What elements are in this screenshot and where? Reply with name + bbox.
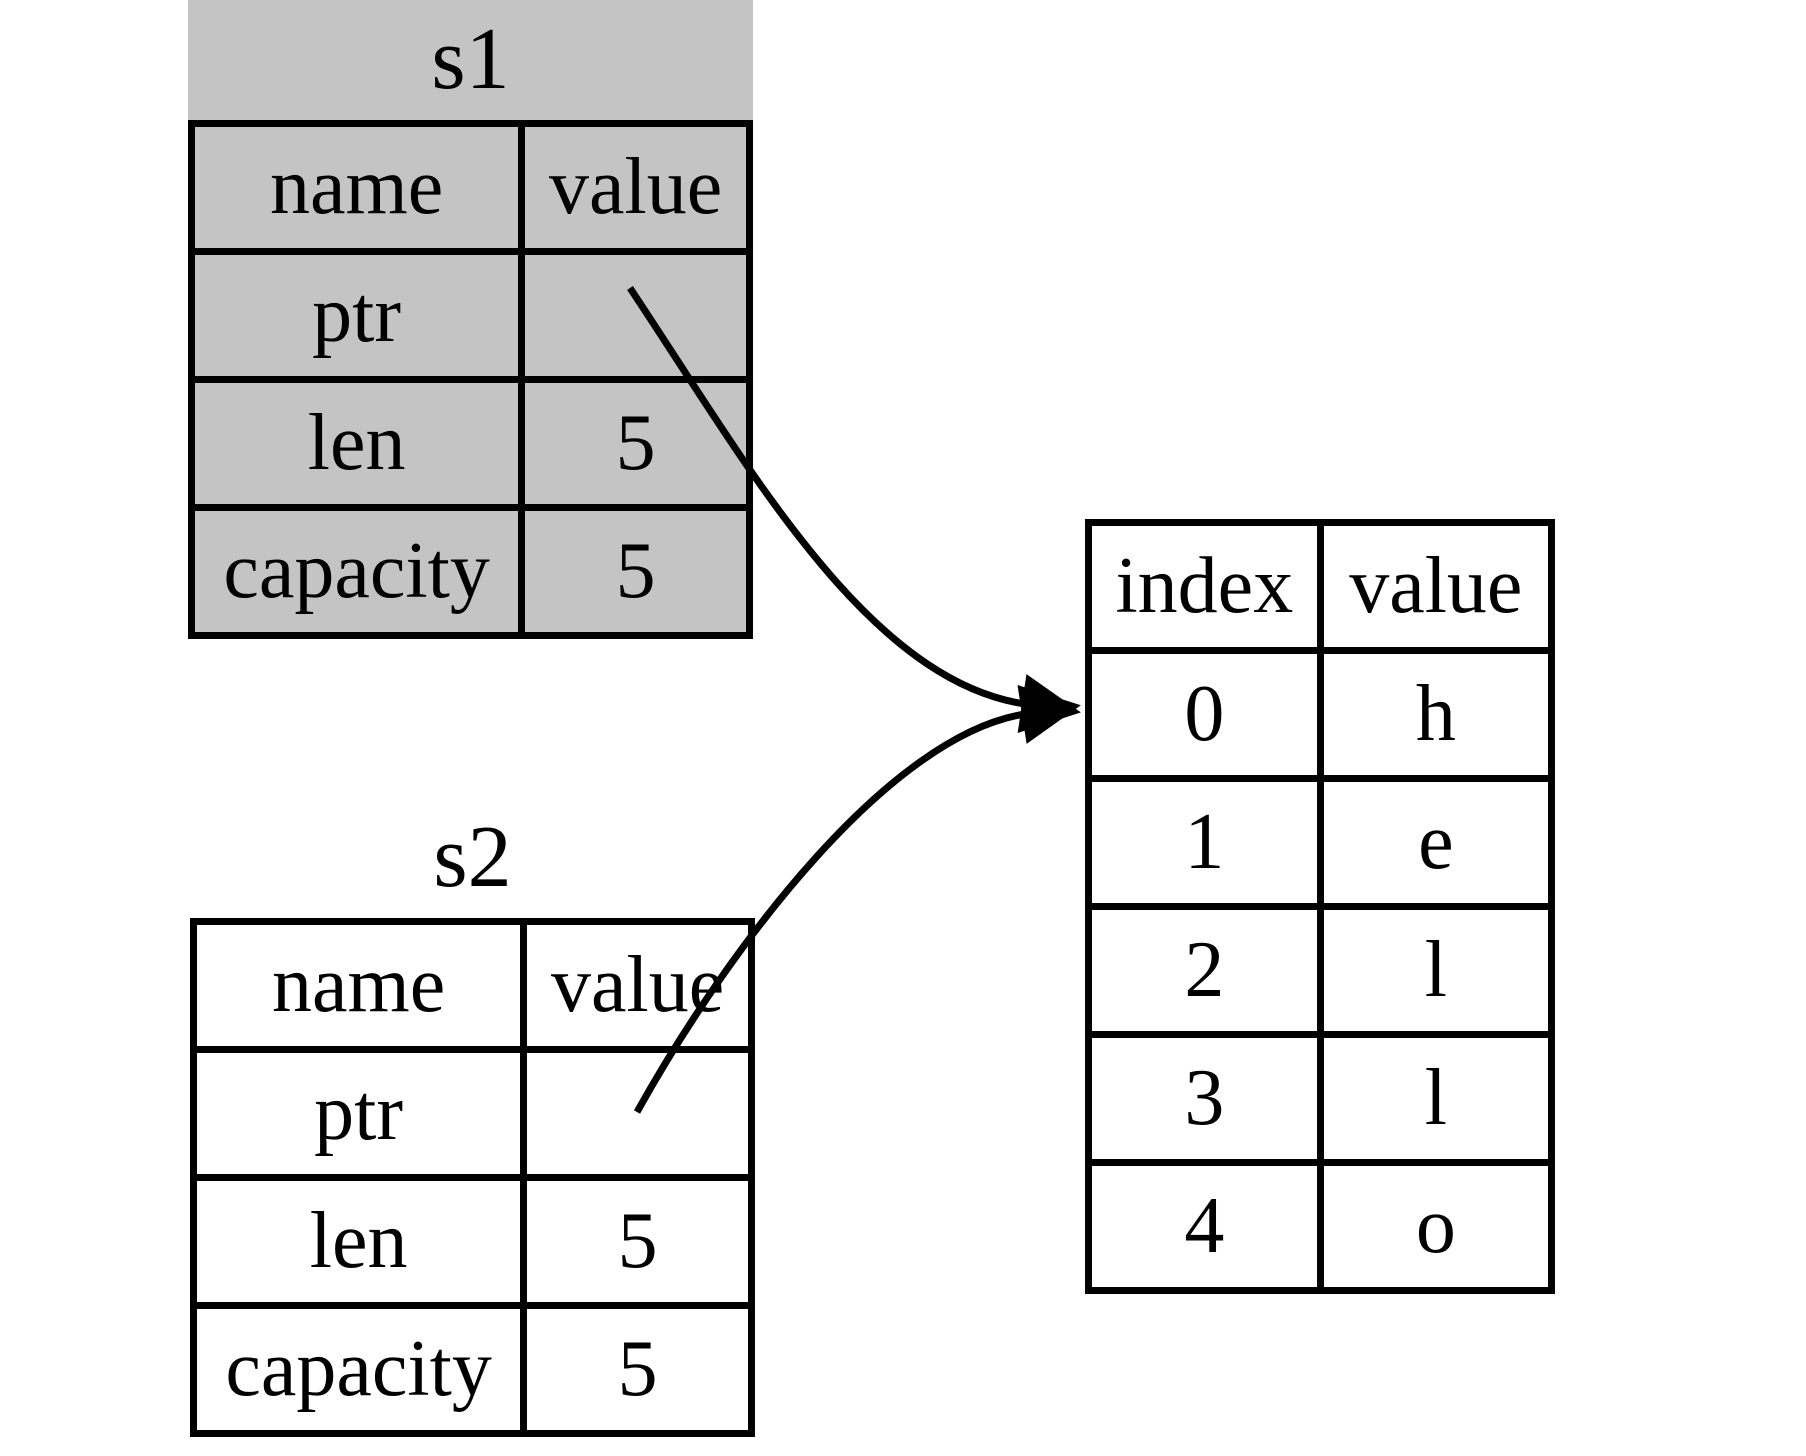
heap-row-3: 3 l — [1085, 1031, 1556, 1166]
heap-value-2-cell: l — [1316, 903, 1556, 1038]
s2-header-value-cell: value — [520, 918, 755, 1053]
s1-ptr-value-cell — [518, 248, 753, 383]
heap-buffer-block: index value 0 h 1 e 2 l 3 l 4 o — [1085, 519, 1556, 1294]
s1-header-row: name value — [187, 120, 753, 255]
s1-ptr-row: ptr — [187, 248, 753, 383]
heap-index-0-cell: 0 — [1085, 647, 1324, 782]
heap-index-4-cell: 4 — [1085, 1159, 1324, 1294]
s1-capacity-name-cell: capacity — [187, 504, 526, 639]
heap-value-3-cell: l — [1316, 1031, 1556, 1166]
s2-header-name-cell: name — [189, 918, 528, 1053]
heap-index-2-cell: 2 — [1085, 903, 1324, 1038]
s2-title: s2 — [433, 809, 512, 906]
s1-struct-block: s1 name value ptr len 5 capacity 5 — [187, 0, 753, 639]
heap-row-4: 4 o — [1085, 1159, 1556, 1294]
s1-header-name-cell: name — [187, 120, 526, 255]
s2-len-value-cell: 5 — [520, 1174, 755, 1309]
s1-ptr-name-cell: ptr — [187, 248, 526, 383]
heap-header-value-cell: value — [1316, 519, 1556, 654]
heap-header-row: index value — [1085, 519, 1556, 654]
s2-ptr-row: ptr — [189, 1046, 755, 1181]
heap-value-0-cell: h — [1316, 647, 1556, 782]
heap-row-0: 0 h — [1085, 647, 1556, 782]
heap-table: index value 0 h 1 e 2 l 3 l 4 o — [1085, 519, 1556, 1294]
s2-ptr-value-cell — [520, 1046, 755, 1181]
s2-ptr-name-cell: ptr — [189, 1046, 528, 1181]
s2-table: name value ptr len 5 capacity 5 — [189, 918, 755, 1437]
s1-capacity-value-cell: 5 — [518, 504, 753, 639]
s1-len-row: len 5 — [187, 376, 753, 511]
heap-value-1-cell: e — [1316, 775, 1556, 910]
s2-header-row: name value — [189, 918, 755, 1053]
s1-title: s1 — [431, 11, 510, 108]
s2-len-name-cell: len — [189, 1174, 528, 1309]
s1-header-value-cell: value — [518, 120, 753, 255]
heap-value-4-cell: o — [1316, 1159, 1556, 1294]
s1-capacity-row: capacity 5 — [187, 504, 753, 639]
heap-index-3-cell: 3 — [1085, 1031, 1324, 1166]
s1-len-value-cell: 5 — [518, 376, 753, 511]
heap-row-1: 1 e — [1085, 775, 1556, 910]
s2-len-row: len 5 — [189, 1174, 755, 1309]
heap-row-2: 2 l — [1085, 903, 1556, 1038]
s1-table: name value ptr len 5 capacity 5 — [187, 120, 753, 639]
s2-capacity-name-cell: capacity — [189, 1302, 528, 1437]
s2-capacity-value-cell: 5 — [520, 1302, 755, 1437]
heap-index-1-cell: 1 — [1085, 775, 1324, 910]
s2-struct-block: s2 name value ptr len 5 capacity 5 — [189, 798, 755, 1437]
s2-capacity-row: capacity 5 — [189, 1302, 755, 1437]
s1-len-name-cell: len — [187, 376, 526, 511]
heap-header-index-cell: index — [1085, 519, 1324, 654]
